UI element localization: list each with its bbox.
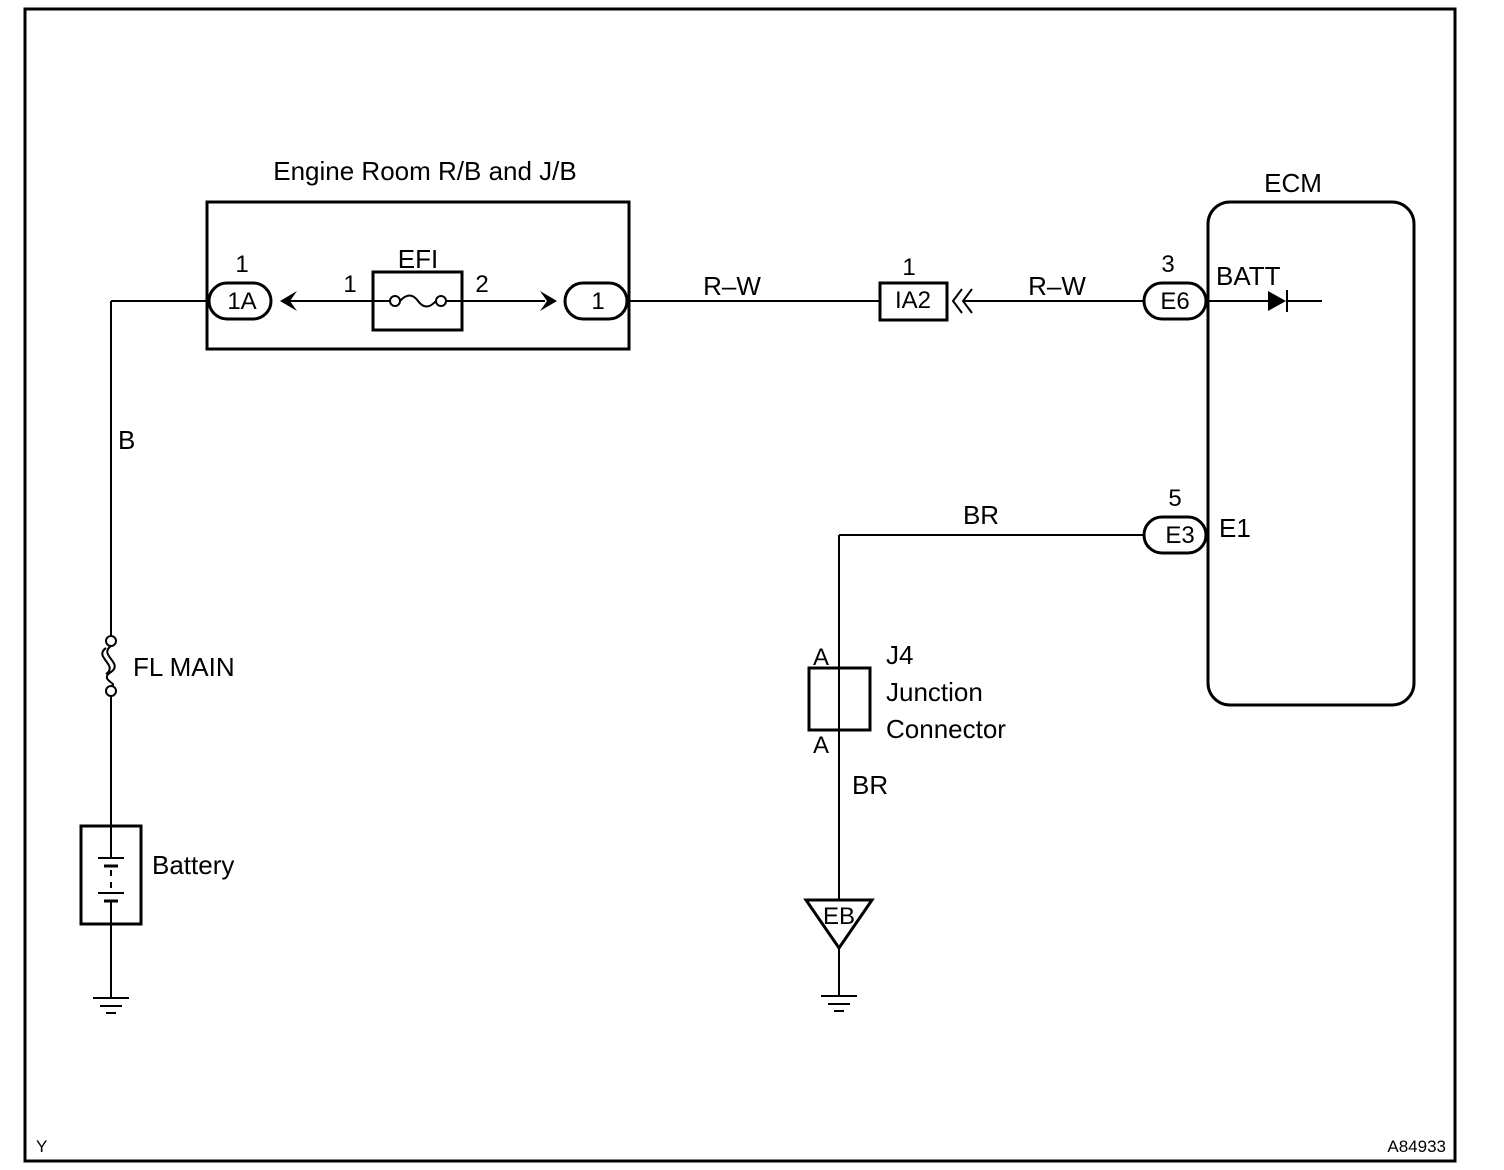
j4-pin-bottom: A bbox=[813, 732, 829, 759]
figure-id-label: A84933 bbox=[1387, 1137, 1446, 1156]
ground-icon-left bbox=[93, 997, 129, 1014]
efi-fuse-label: EFI bbox=[398, 244, 438, 274]
fl-main-label: FL MAIN bbox=[133, 652, 235, 682]
wire-br-bottom-label: BR bbox=[852, 770, 888, 800]
e6-pin: 3 bbox=[1161, 251, 1174, 278]
diagram-frame bbox=[23, 7, 1457, 1163]
efi-fuse-icon bbox=[371, 270, 464, 332]
j4-desc-line2: Connector bbox=[886, 714, 1006, 744]
ecm-box bbox=[1206, 200, 1416, 707]
fusible-link-icon bbox=[101, 635, 117, 697]
engine-room-left-pin: 1 bbox=[235, 251, 248, 278]
connector-e6-label: E6 bbox=[1160, 288, 1189, 315]
j4-desc-line1: Junction bbox=[886, 677, 983, 707]
engine-room-box bbox=[205, 200, 631, 351]
e3-pin: 5 bbox=[1168, 485, 1181, 512]
connector-1-label: 1 bbox=[591, 288, 604, 315]
battery-icon bbox=[79, 824, 143, 926]
connector-ia2-label: IA2 bbox=[895, 287, 931, 314]
j4-pin-top: A bbox=[813, 644, 829, 671]
connector-1 bbox=[563, 281, 629, 321]
e1-label: E1 bbox=[1219, 513, 1251, 543]
wire-rw-right-label: R–W bbox=[1028, 271, 1086, 301]
ground-point-eb-icon bbox=[803, 898, 875, 951]
junction-connector-icon bbox=[807, 666, 872, 732]
efi-pin-left: 1 bbox=[343, 271, 356, 298]
connector-e3-label: E3 bbox=[1165, 522, 1194, 549]
connector-1-terminal bbox=[540, 291, 557, 311]
corner-label-left: Y bbox=[36, 1137, 47, 1156]
j4-name: J4 bbox=[886, 640, 913, 670]
battery-label: Battery bbox=[152, 850, 234, 880]
connector-e6 bbox=[1142, 281, 1208, 321]
connector-1a-label: 1A bbox=[227, 288, 256, 315]
engine-room-title: Engine Room R/B and J/B bbox=[273, 156, 577, 186]
connector-1a-terminal bbox=[280, 291, 297, 311]
connector-ia2 bbox=[878, 281, 949, 322]
wire-rw-left-label: R–W bbox=[703, 271, 761, 301]
ground-point-eb-label: EB bbox=[823, 903, 855, 930]
ia2-pin: 1 bbox=[902, 254, 915, 281]
batt-label: BATT bbox=[1216, 261, 1281, 291]
efi-pin-right: 2 bbox=[475, 271, 488, 298]
diode-icon bbox=[1208, 290, 1322, 312]
wire-b-label: B bbox=[118, 425, 135, 455]
wire-br-top-label: BR bbox=[963, 500, 999, 530]
ecm-title: ECM bbox=[1264, 168, 1322, 198]
ground-icon-right bbox=[821, 995, 857, 1012]
